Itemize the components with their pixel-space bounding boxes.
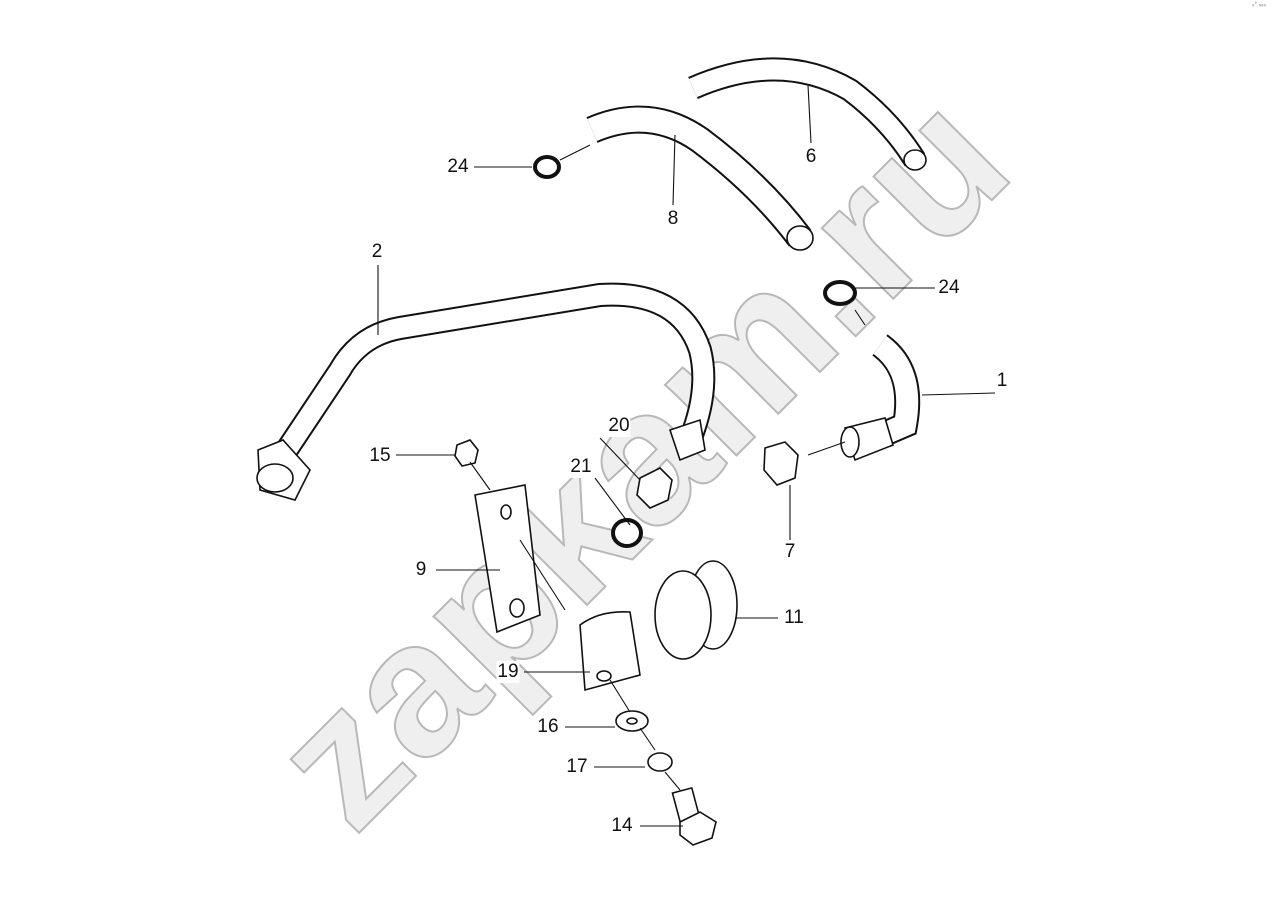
washer-17: [647, 752, 673, 772]
callout-6: 6: [804, 146, 818, 168]
callout-24-right: 24: [937, 277, 961, 299]
callout-15: 15: [368, 445, 392, 467]
callout-8: 8: [666, 208, 680, 230]
callout-24-top: 24: [446, 156, 470, 178]
washer-hole-icon: [626, 717, 638, 725]
watermark: zapkam.ru: [232, 52, 1048, 868]
callout-21: 21: [569, 456, 593, 478]
washer-16: [615, 710, 649, 732]
nut-15: [454, 439, 479, 467]
callout-17: 17: [565, 756, 589, 778]
clip-hole-icon: [596, 670, 612, 682]
corner-text: ₀° ₀₀₀: [1251, 2, 1266, 8]
callout-11: 11: [783, 607, 805, 629]
callout-1: 1: [995, 370, 1009, 392]
callout-20: 20: [607, 415, 631, 437]
bolt-14: [671, 786, 717, 846]
callout-7: 7: [783, 541, 797, 563]
clamp-24-top: [533, 155, 561, 179]
callout-19: 19: [496, 661, 520, 683]
callout-14: 14: [610, 815, 634, 837]
callout-16: 16: [536, 716, 560, 738]
callout-2: 2: [370, 241, 384, 263]
callout-9: 9: [414, 559, 428, 581]
